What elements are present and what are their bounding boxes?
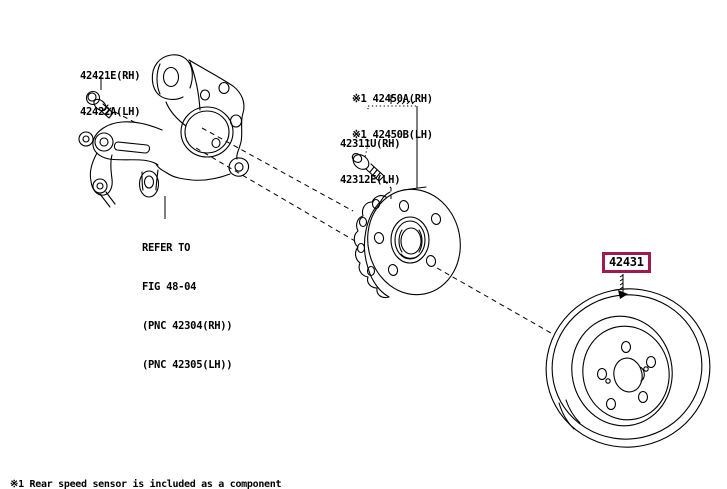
note-line: (PNC 42304(RH)) [142,320,233,332]
part-number-line: 42422A(LH) [80,106,141,118]
carrier-refer-note: REFER TO FIG 48-04 (PNC 42304(RH)) (PNC … [142,216,233,398]
disc-center-bore [613,357,643,393]
carrier-lower-bushing [138,170,160,198]
leader-lines [100,76,628,299]
leader-arrowhead [618,290,628,299]
axle-hub-drawing [353,186,461,299]
note-line: (PNC 42305(LH)) [142,359,233,371]
axle-carrier-drawing [78,54,250,208]
axis-dashed-lines [195,127,552,334]
hub-bolt-drawing [351,153,385,182]
carrier-hub-bore [184,110,230,154]
part-number-line: 42312E(LH) [340,174,401,186]
part-number-line: 42421E(RH) [80,70,141,82]
part-number-line: ※1 42450A(RH) [352,93,433,105]
callout-axle-hub[interactable]: ※1 42450A(RH) ※1 42450B(LH) [352,69,433,165]
brake-disc-drawing [545,288,711,448]
callout-carrier-bolt[interactable]: 42421E(RH) 42422A(LH) [80,46,141,142]
part-number-line: 42311U(RH) [340,138,401,150]
carrier-top-bushing-hole [162,66,180,88]
note-line: FIG 48-04 [142,281,197,293]
carrier-bolt-drawing [85,90,114,119]
callout-hub-bolt[interactable]: 42311U(RH) 42312E(LH) [340,114,401,210]
footnote: ※1 Rear speed sensor is included as a co… [10,479,282,489]
part-number-line: ※1 42450B(LH) [352,129,433,141]
callout-brake-disc[interactable]: 42431 [602,252,651,273]
note-line: REFER TO [142,242,191,254]
highlighted-part-number: 42431 [609,255,644,269]
hub-bearing-bore [390,216,430,264]
